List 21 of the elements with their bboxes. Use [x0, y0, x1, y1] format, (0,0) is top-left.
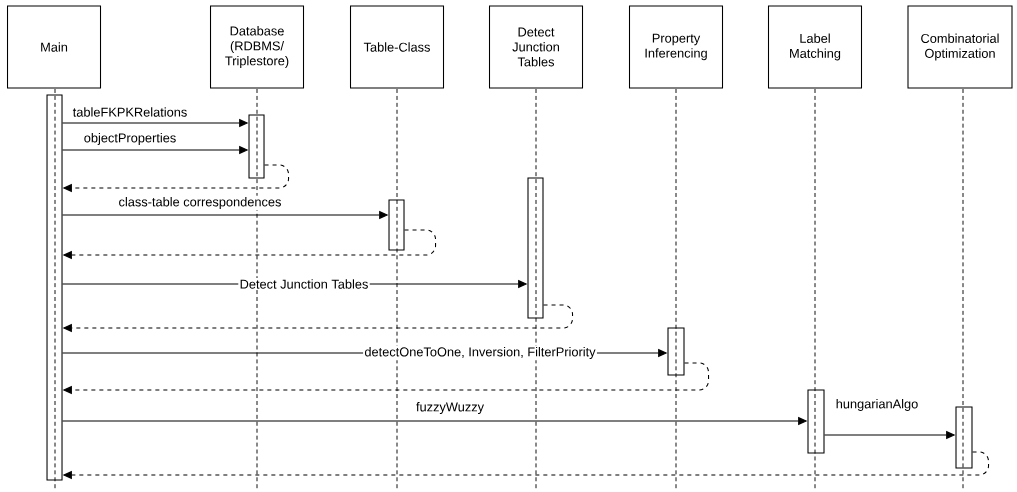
edge-label: detectOneToOne, Inversion, FilterPriority [363, 345, 597, 361]
participant-box: Table-Class [349, 5, 445, 89]
edge-label: class-table correspondences [117, 195, 283, 211]
activation-bar [807, 389, 825, 454]
edge-label: Detect Junction Tables [238, 277, 370, 291]
edge-label: tableFKPKRelations [71, 105, 189, 119]
edge-label: objectProperties [82, 131, 178, 147]
participant-box: Combinatorial Optimization [907, 5, 1013, 89]
activation-bar [955, 406, 973, 469]
participant-box: Label Matching [767, 5, 863, 89]
activation-bar [527, 177, 544, 319]
edge-label: hungarianAlgo [834, 397, 920, 413]
participant-box: Database (RDBMS/ Triplestore) [209, 5, 305, 89]
participant-box: Main [7, 5, 102, 89]
participant-box: Property Inferencing [628, 5, 724, 89]
activation-bar [388, 199, 405, 251]
edge-label: fuzzyWuzzy [414, 400, 486, 416]
activation-bar [248, 114, 265, 179]
activation-bar [667, 327, 685, 376]
activation-bar [46, 94, 63, 481]
participant-box: Detect Junction Tables [488, 5, 584, 89]
